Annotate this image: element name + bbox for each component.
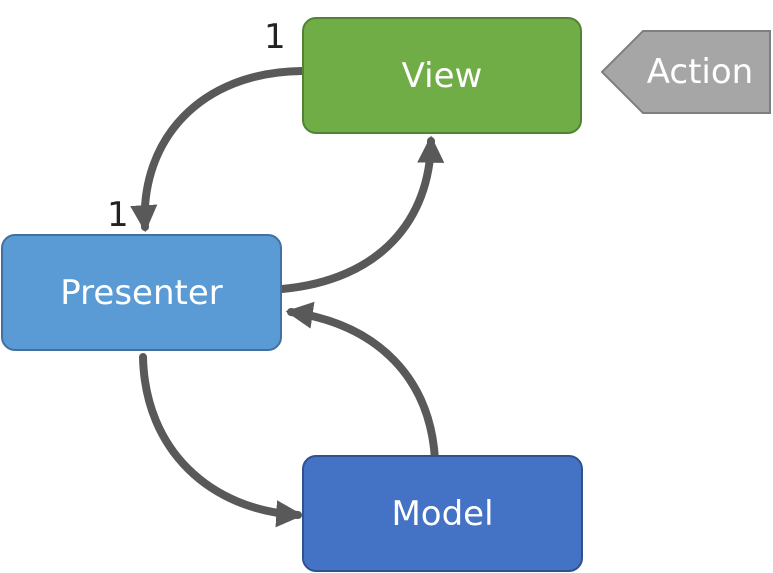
presenter-to-model-arrow <box>139 353 304 528</box>
view-multiplicity-label: 1 <box>264 17 286 57</box>
model-node: Model <box>302 455 583 572</box>
presenter-label: Presenter <box>60 272 223 313</box>
view-to-presenter-arrow <box>130 67 306 233</box>
action-label: Action <box>646 52 754 92</box>
model-label: Model <box>391 493 494 534</box>
view-label: View <box>401 55 483 96</box>
presenter-node: Presenter <box>1 234 282 351</box>
view-node: View <box>302 17 582 134</box>
presenter-to-view-arrow <box>278 135 445 293</box>
model-to-presenter-arrow <box>285 301 439 463</box>
presenter-multiplicity-label: 1 <box>107 195 129 235</box>
action-shape <box>601 30 771 114</box>
